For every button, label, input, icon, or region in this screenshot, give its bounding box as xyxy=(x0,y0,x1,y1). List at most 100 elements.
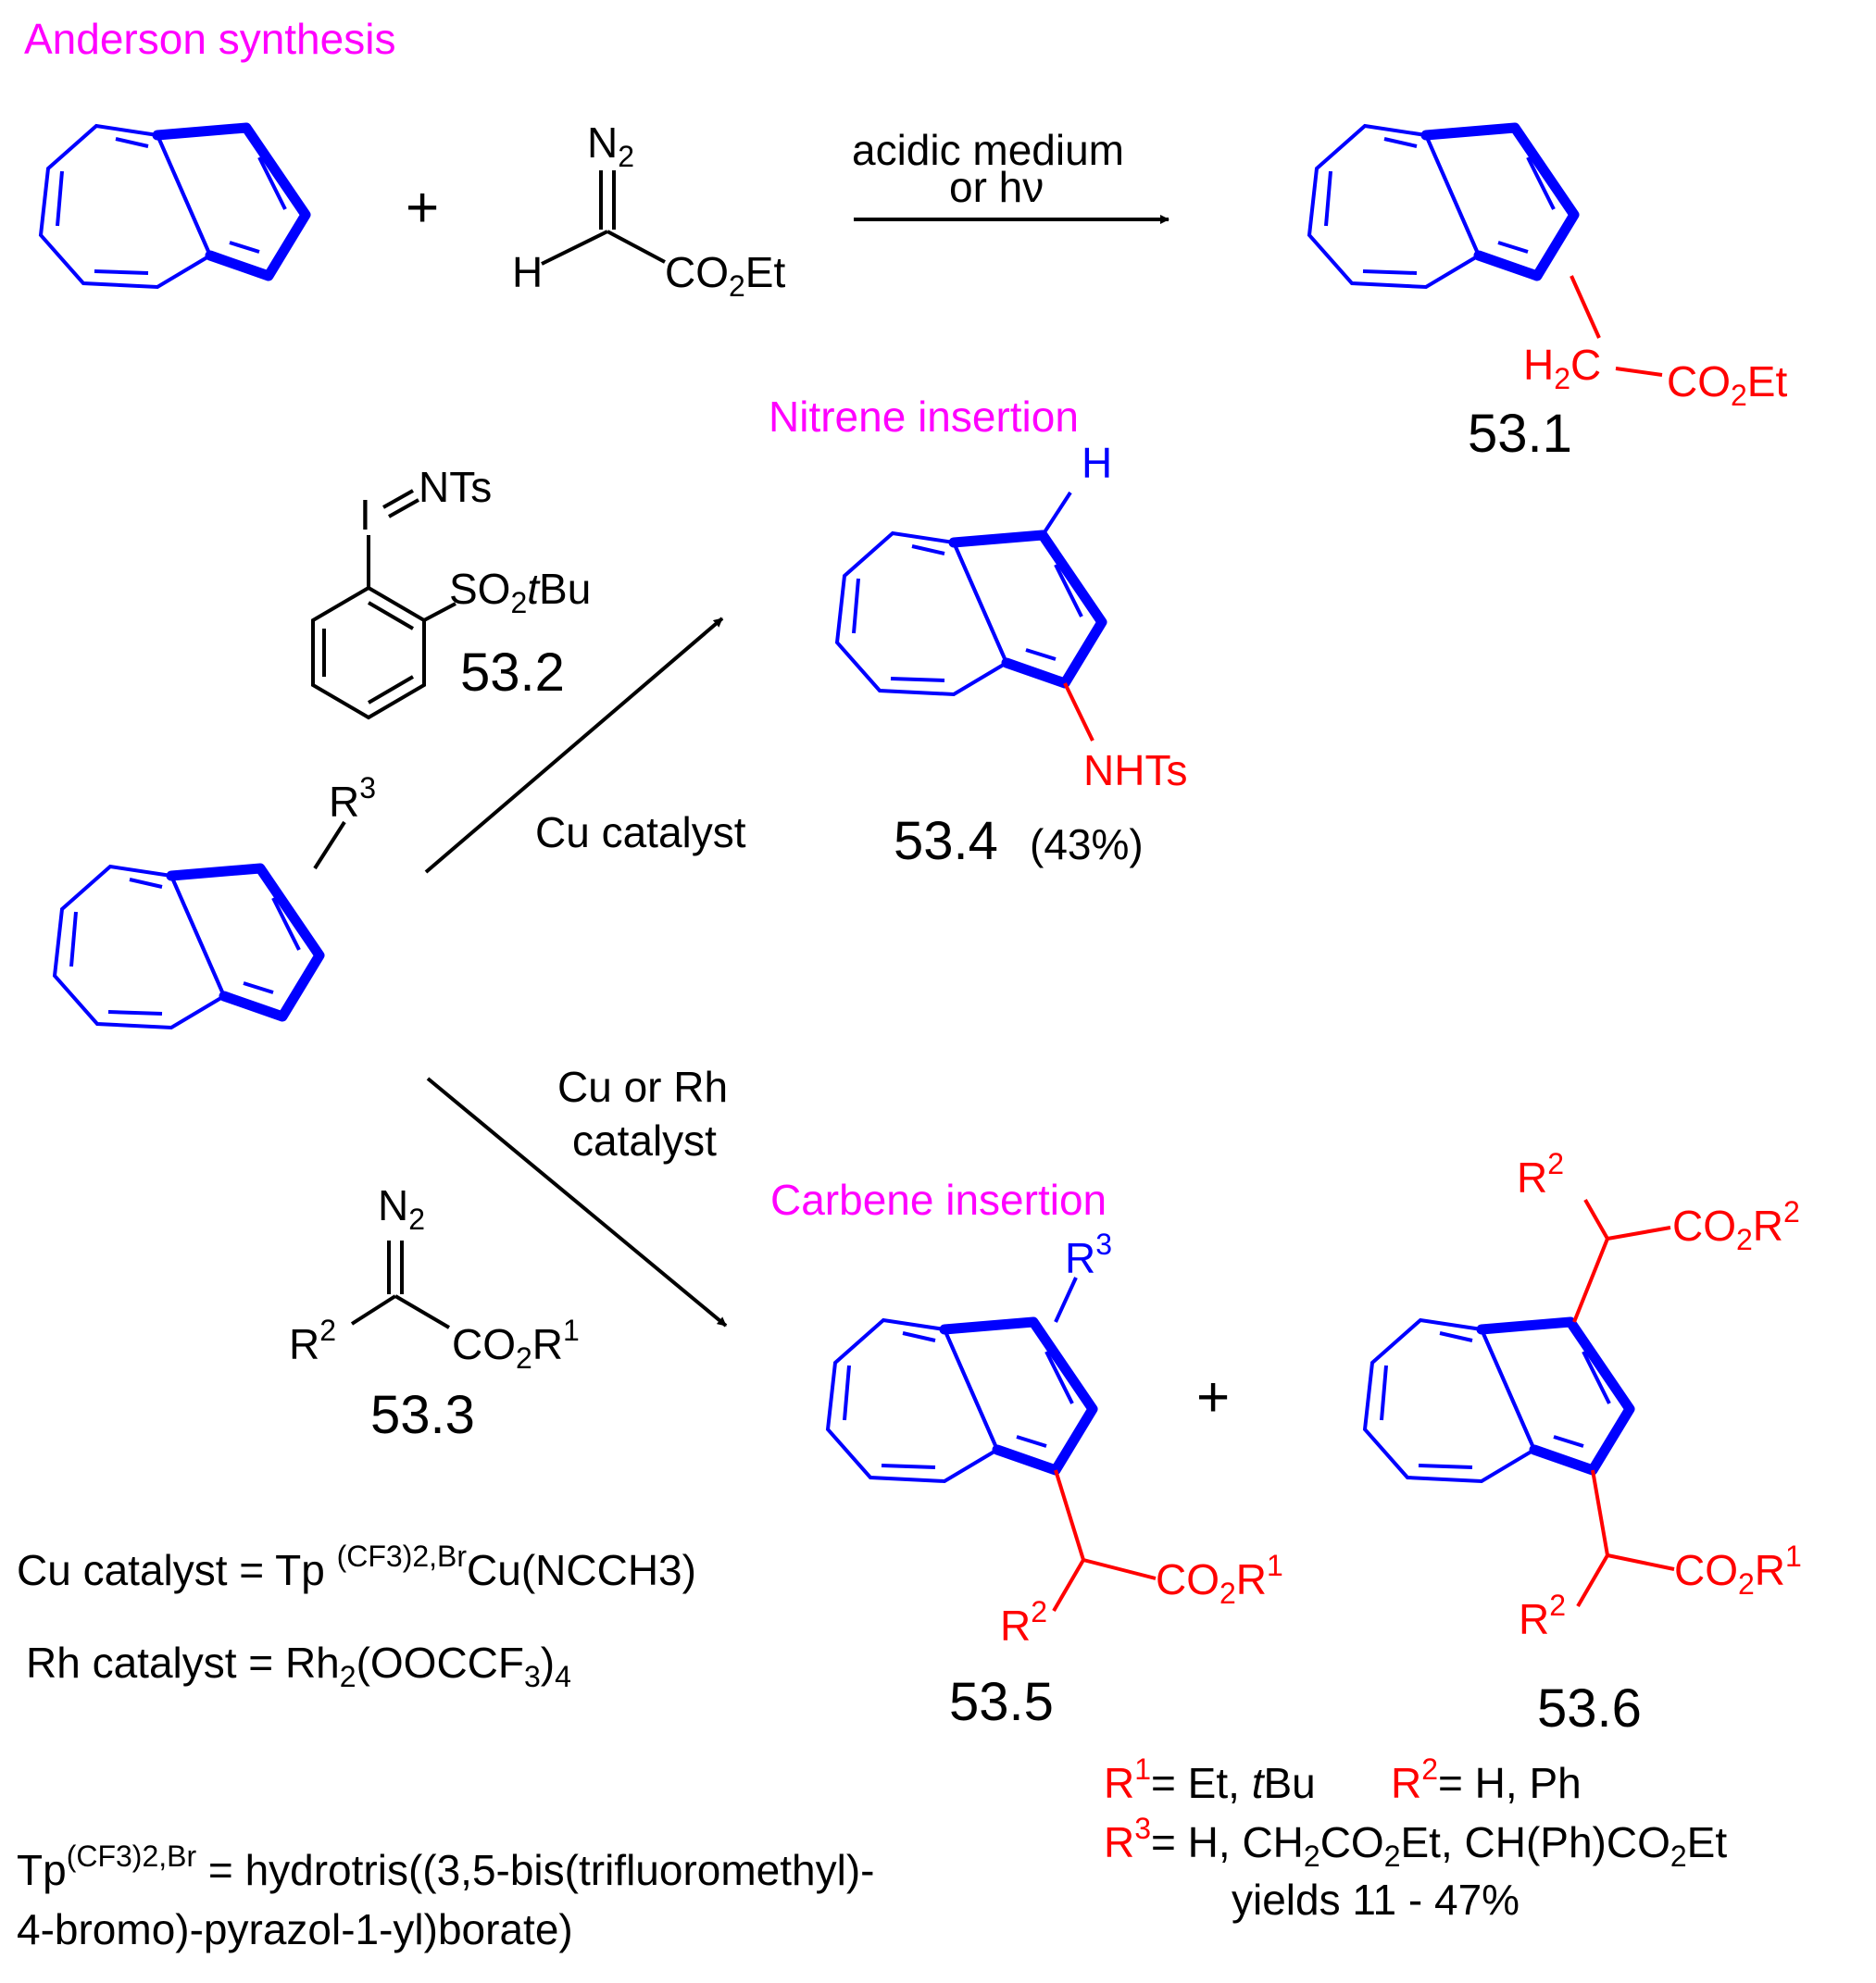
compound-label-53-4: 53.4 xyxy=(894,811,998,871)
legend-r3: R xyxy=(1104,1818,1134,1866)
co2r1-536-sub: 2 xyxy=(1738,1567,1755,1601)
so2tbu-so: SO xyxy=(449,565,510,613)
svg-text:N2: N2 xyxy=(587,118,634,173)
condition-cu-catalyst: Cu catalyst xyxy=(535,808,746,856)
co2r1-535-co: CO xyxy=(1156,1555,1219,1603)
so2tbu-t: t xyxy=(527,565,541,613)
co2et-et: Et xyxy=(745,248,786,296)
tp-def-line2: 4-bromo)-pyrazol-1-yl)borate) xyxy=(17,1905,573,1953)
condition-or-hv: or hν xyxy=(949,163,1044,211)
nts-label: NTs xyxy=(419,463,492,511)
co2r2-536-co: CO xyxy=(1672,1202,1736,1250)
tp-def: Tp xyxy=(17,1846,67,1894)
svg-text:R1= Et, tBu: R1= Et, tBu xyxy=(1104,1752,1316,1807)
plus-sign-carbene: + xyxy=(1196,1366,1230,1429)
ethyl-diazoacetate xyxy=(541,170,666,266)
so2tbu-sub: 2 xyxy=(510,586,527,619)
co2et-sub: 2 xyxy=(729,269,745,303)
bond-53-5-r3 xyxy=(1054,1277,1078,1323)
svg-text:R2: R2 xyxy=(1519,1589,1566,1643)
r2-536-top-sup: 2 xyxy=(1547,1147,1564,1180)
heading-anderson-synthesis: Anderson synthesis xyxy=(24,15,395,63)
legend-r1: R xyxy=(1104,1759,1134,1807)
arrow-to-carbene xyxy=(426,1077,728,1328)
legend-r2: R xyxy=(1391,1759,1421,1807)
arrow-to-nitrene xyxy=(424,617,724,874)
legend-r1-bu: Bu xyxy=(1263,1759,1315,1807)
svg-text:R3: R3 xyxy=(1065,1228,1112,1282)
legend-r1-vals: = Et, xyxy=(1151,1759,1252,1807)
legend-r3-sub3: 2 xyxy=(1670,1840,1687,1873)
condition-cu-or-rh: Cu or Rh xyxy=(557,1063,728,1111)
bond-53-4-h xyxy=(1041,491,1072,537)
svg-text:R3: R3 xyxy=(329,771,376,826)
co2r1-536-r: R xyxy=(1755,1546,1785,1594)
legend-r3-co: CO xyxy=(1320,1818,1384,1866)
r3-535-sup: 3 xyxy=(1095,1228,1112,1261)
legend-r2-sup: 2 xyxy=(1421,1752,1438,1786)
svg-text:R2: R2 xyxy=(289,1314,336,1368)
legend-r3-sub1: 2 xyxy=(1304,1840,1320,1873)
legend-r3-et: Et, CH(Ph)CO xyxy=(1401,1818,1670,1866)
rh-catalyst-close: ) xyxy=(541,1639,555,1687)
svg-text:Rh catalyst = Rh2(OOCCF3)4: Rh catalyst = Rh2(OOCCF3)4 xyxy=(26,1639,571,1693)
n2-subscript: 2 xyxy=(618,140,634,173)
legend-r3-end: Et xyxy=(1687,1818,1728,1866)
svg-text:R2: R2 xyxy=(1000,1595,1047,1650)
rh-catalyst-sub3: 4 xyxy=(555,1660,571,1693)
legend-r3-vals: = H, CH xyxy=(1151,1818,1304,1866)
cu-catalyst-def: Cu catalyst = Tp xyxy=(17,1546,337,1594)
h2c-c: C xyxy=(1570,341,1601,389)
bond-53-1-co2et xyxy=(1615,367,1663,377)
h-label: H xyxy=(512,248,543,296)
r2-536-bottom-sup: 2 xyxy=(1549,1589,1566,1622)
svg-text:CO2R1: CO2R1 xyxy=(452,1314,580,1375)
compound-label-53-3: 53.3 xyxy=(370,1385,475,1445)
co2r1-535-sup: 1 xyxy=(1267,1549,1283,1582)
rh-catalyst-mid: (OOCCF xyxy=(356,1639,524,1687)
h-53-4: H xyxy=(1082,439,1112,487)
condition-catalyst: catalyst xyxy=(572,1116,717,1165)
compound-label-53-6: 53.6 xyxy=(1537,1678,1642,1739)
cu-catalyst-sup: (CF3)2,Br xyxy=(337,1540,468,1573)
heading-nitrene-insertion: Nitrene insertion xyxy=(769,393,1079,441)
tp-def-tail: = hydrotris((3,5-bis(trifluoromethyl)- xyxy=(196,1846,874,1894)
svg-text:R2: R2 xyxy=(1517,1147,1564,1202)
r2-533: R xyxy=(289,1320,319,1368)
legend-r1-sup: 1 xyxy=(1134,1752,1151,1786)
cu-catalyst-tail: Cu(NCCH3) xyxy=(467,1546,696,1594)
svg-text:Cu catalyst = Tp (CF3)2,BrCu(N: Cu catalyst = Tp (CF3)2,BrCu(NCCH3) xyxy=(17,1540,696,1594)
svg-text:CO2R1: CO2R1 xyxy=(1156,1549,1283,1610)
co2et-531-et: Et xyxy=(1747,357,1788,405)
co2r1-533-r: R xyxy=(532,1320,563,1368)
so2tbu-bu: Bu xyxy=(539,565,591,613)
iminoiodinane-53-2 xyxy=(311,489,456,720)
n2-533-label: N xyxy=(378,1181,408,1229)
yields-range: yields 11 - 47% xyxy=(1232,1876,1520,1924)
side-chain-53-6-bottom xyxy=(1576,1469,1675,1608)
azulene-starting-material xyxy=(41,126,306,287)
h2c-h: H xyxy=(1523,341,1554,389)
co2et-531-co: CO xyxy=(1667,357,1731,405)
co2et-531-sub: 2 xyxy=(1731,379,1747,412)
co2r1-533-co: CO xyxy=(452,1320,516,1368)
n2-533-sub: 2 xyxy=(408,1203,425,1236)
heading-carbene-insertion: Carbene insertion xyxy=(770,1176,1107,1224)
svg-text:SO2tBu: SO2tBu xyxy=(449,565,591,619)
svg-text:Tp(CF3)2,Br = hydrotris((3,5-b: Tp(CF3)2,Br = hydrotris((3,5-bis(trifluo… xyxy=(17,1840,874,1894)
co2r1-535-sub: 2 xyxy=(1219,1577,1236,1610)
rh-catalyst-sub1: 2 xyxy=(340,1660,356,1693)
legend-r2-vals: = H, Ph xyxy=(1438,1759,1582,1807)
co2r1-536-co: CO xyxy=(1674,1546,1738,1594)
bond-r3 xyxy=(313,820,346,870)
co2r2-536-sub: 2 xyxy=(1736,1223,1753,1256)
svg-text:R3= H, CH2CO2Et, CH(Ph)CO2Et: R3= H, CH2CO2Et, CH(Ph)CO2Et xyxy=(1104,1812,1727,1873)
side-chain-53-6-top xyxy=(1572,1199,1671,1323)
compound-label-53-1: 53.1 xyxy=(1468,404,1572,464)
svg-text:CO2R1: CO2R1 xyxy=(1674,1540,1802,1601)
compound-label-53-2: 53.2 xyxy=(460,642,565,703)
n2-label: N xyxy=(587,118,618,167)
co2r1-533-sup: 1 xyxy=(563,1314,580,1347)
bond-53-4-nhts xyxy=(1063,682,1094,742)
